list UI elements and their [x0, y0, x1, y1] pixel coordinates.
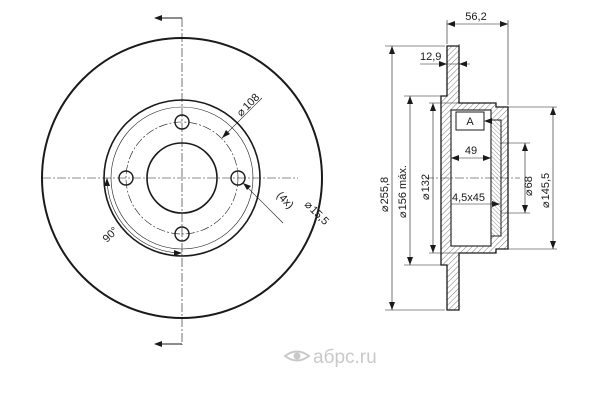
bolt-hole	[118, 170, 134, 186]
front-view: ⌀108 (4x) ⌀15,5 90°	[41, 15, 331, 347]
dia-255-label: ⌀255,8	[379, 177, 391, 212]
dia-108-label: ⌀108	[235, 92, 263, 120]
hole-count-label: (4x)	[274, 190, 296, 212]
bolt-hole	[174, 226, 190, 242]
eye-logo-icon	[283, 350, 311, 362]
width-total-label: 56,2	[465, 11, 486, 23]
dia-132-label: ⌀132	[420, 174, 432, 200]
watermark-text: абрс.ru	[313, 347, 377, 368]
angle-label: 90°	[101, 225, 121, 245]
bolt-circle	[125, 121, 239, 235]
dia-108-leader	[221, 97, 263, 139]
center-bore	[146, 142, 218, 214]
dia-156-label: ⌀156 máx.	[397, 165, 409, 218]
side-view: 56,2 12,9 ⌀255,8 ⌀156 máx. ⌀1	[379, 11, 557, 311]
angle-arc	[106, 177, 183, 254]
hole-dia-leader	[242, 182, 284, 224]
bolt-holes	[118, 114, 246, 242]
thickness-label: 12,9	[420, 51, 441, 63]
hole-dia-label: ⌀15,5	[302, 199, 331, 228]
hub-outer-edge	[103, 99, 261, 257]
disc-outer-edge	[41, 37, 323, 319]
chamfer-label: 4,5x45	[452, 192, 485, 204]
dia-68-label: ⌀68	[523, 176, 535, 196]
hub-step-ring	[110, 106, 254, 250]
datum-a-label: A	[466, 116, 474, 128]
watermark: абрс.ru	[283, 347, 377, 368]
depth-49-label: 49	[465, 145, 477, 157]
dia-145-label: ⌀145,5	[540, 173, 552, 208]
bolt-hole	[174, 114, 190, 130]
bolt-hole	[230, 170, 246, 186]
